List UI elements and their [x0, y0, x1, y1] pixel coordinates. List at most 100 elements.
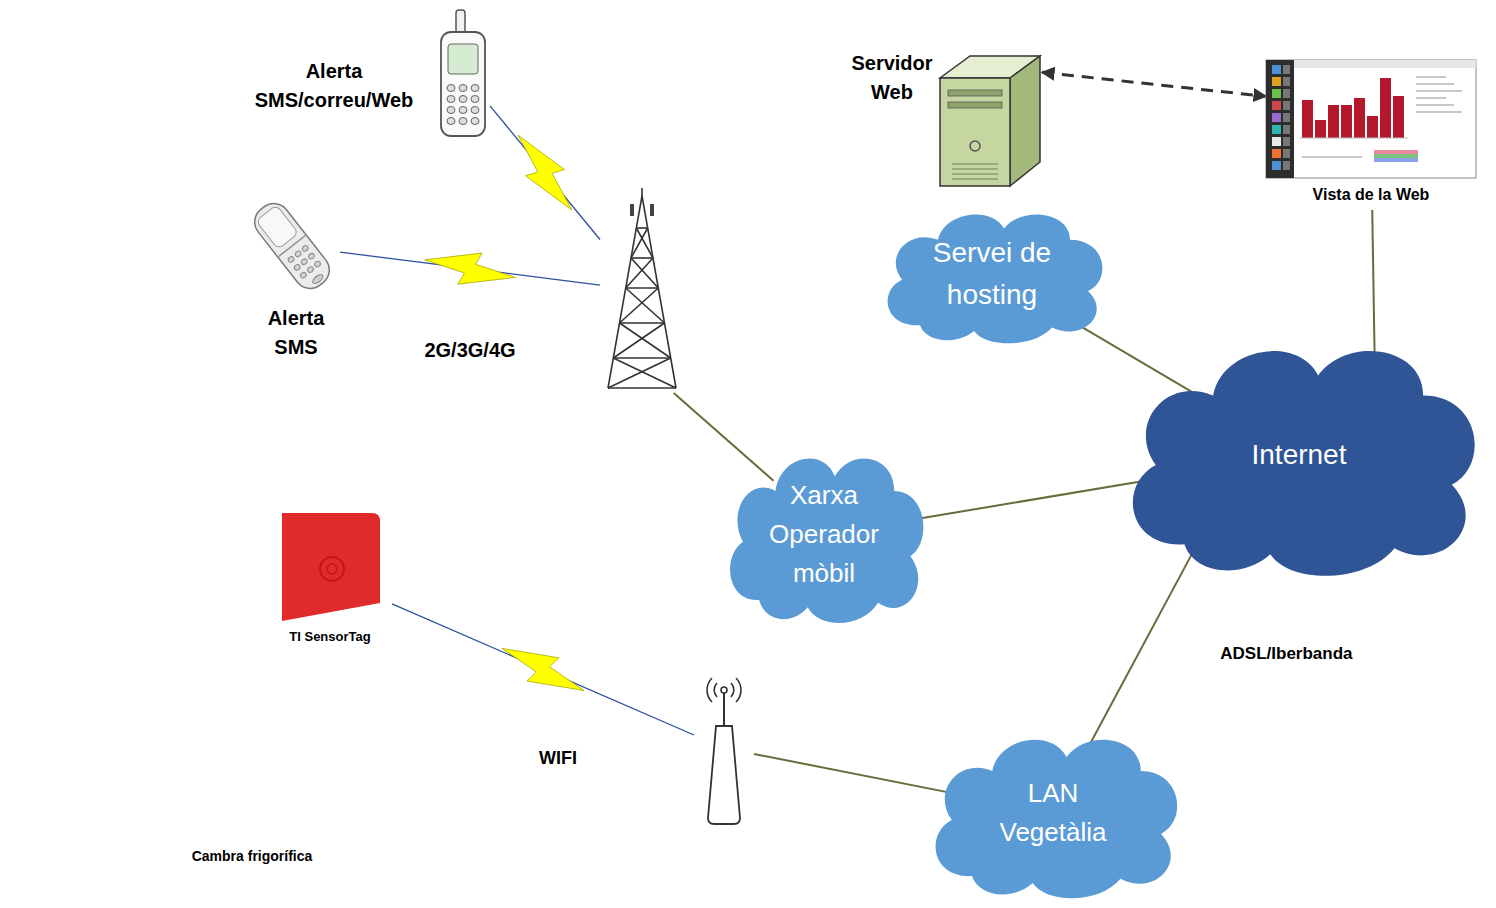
web-server-icon: Servidor Web — [918, 48, 1042, 188]
lightning-bolt — [425, 253, 516, 284]
network-link — [904, 479, 1158, 522]
illustration-part — [118, 550, 119, 700]
illustration-part — [447, 118, 455, 125]
illustration-part — [282, 513, 380, 621]
illustration-part — [168, 691, 278, 692]
illustration-part — [301, 245, 309, 253]
illustration-part — [62, 550, 63, 700]
illustration-part — [224, 580, 225, 700]
illustration-part — [620, 322, 665, 324]
illustration-part — [76, 550, 77, 700]
illustration-part — [630, 204, 634, 216]
lightning-bolt — [502, 648, 584, 690]
illustration-part — [308, 671, 400, 672]
illustration-part — [1283, 65, 1290, 74]
illustration-part — [708, 726, 740, 824]
illustration-part — [48, 629, 168, 630]
illustration-part — [168, 643, 278, 644]
illustration-part — [714, 683, 717, 697]
illustration-part — [287, 256, 295, 264]
illustration-part — [118, 676, 248, 746]
sensor-tag: TI SensorTag — [268, 503, 392, 651]
illustration-part — [459, 118, 467, 125]
illustration-part — [1374, 158, 1418, 162]
illustration-part — [198, 665, 308, 666]
wireless-link — [392, 604, 694, 735]
illustration-part — [1272, 113, 1281, 122]
illustration-part — [212, 650, 213, 832]
illustration-part — [1374, 150, 1418, 154]
illustration-part — [252, 580, 253, 700]
illustration-part — [1341, 105, 1352, 138]
cell-tower: 2G/3G/4G — [600, 188, 684, 393]
illustration-part — [22, 630, 23, 740]
illustration-part — [471, 118, 479, 125]
illustration-part — [1354, 98, 1365, 138]
illustration-part — [198, 793, 308, 794]
illustration-part — [48, 677, 168, 678]
illustration-part — [613, 358, 676, 388]
illustration-part — [307, 266, 315, 274]
illustration-part — [254, 650, 255, 832]
illustration-part — [48, 693, 168, 694]
illustration-part — [723, 693, 725, 726]
illustration-part — [1283, 161, 1290, 170]
wireless-link — [340, 252, 600, 285]
illustration-part — [948, 102, 1002, 108]
illustration-part — [48, 613, 168, 614]
illustration-part — [459, 107, 467, 114]
wifi-access-point: WIFI — [694, 668, 754, 828]
illustration-part — [471, 107, 479, 114]
label-word: Web — [871, 81, 913, 103]
label-word: Servidor — [851, 52, 932, 74]
illustration-part — [447, 107, 455, 114]
connector-line — [1086, 527, 1206, 751]
illustration-part — [1272, 101, 1281, 110]
cloud-label: Internet — [1185, 434, 1414, 476]
illustration-part — [282, 650, 283, 832]
illustration-part — [1010, 56, 1040, 186]
illustration-part — [447, 85, 455, 92]
illustration-part — [168, 627, 278, 628]
illustration-part — [1283, 149, 1290, 158]
illustration-part — [948, 90, 1002, 96]
illustration-part — [1328, 105, 1339, 138]
icon-label: Alerta SMS — [268, 304, 325, 362]
illustration-part — [8, 645, 58, 646]
illustration-part — [1380, 78, 1391, 138]
illustration-part — [226, 650, 227, 832]
illustration-part — [707, 678, 712, 702]
illustration-part — [1302, 100, 1313, 138]
illustration-part — [182, 580, 183, 700]
illustration-part — [48, 550, 168, 700]
illustration-part — [970, 141, 980, 151]
network-cloud: Xarxa Operador mòbil — [716, 440, 932, 629]
wireless-link — [490, 106, 600, 240]
cloud-label: Xarxa Operador mòbil — [757, 476, 891, 593]
illustration-part — [160, 550, 161, 700]
illustration-part — [1416, 97, 1446, 99]
illustration-part — [1272, 77, 1281, 86]
illustration-part — [613, 357, 670, 359]
illustration-part — [256, 205, 299, 249]
illustration-part — [952, 178, 998, 179]
illustration-part — [1374, 154, 1418, 158]
illustration-part — [168, 580, 278, 700]
icon-drawing — [244, 200, 340, 292]
illustration-part — [459, 96, 467, 103]
illustration-part — [168, 595, 278, 596]
illustration-part — [1416, 111, 1462, 113]
illustration-part — [268, 650, 269, 832]
illustration-part — [626, 287, 659, 289]
illustration-part — [1283, 89, 1290, 98]
icon-label: TI SensorTag — [289, 628, 370, 647]
illustration-part — [198, 697, 308, 698]
illustration-part — [400, 480, 496, 832]
illustration-part — [48, 581, 168, 582]
illustration-part — [471, 96, 479, 103]
illustration-part — [1283, 101, 1290, 110]
illustration-part — [1416, 104, 1454, 106]
illustration-part — [620, 288, 659, 323]
illustration-part — [940, 78, 1010, 186]
